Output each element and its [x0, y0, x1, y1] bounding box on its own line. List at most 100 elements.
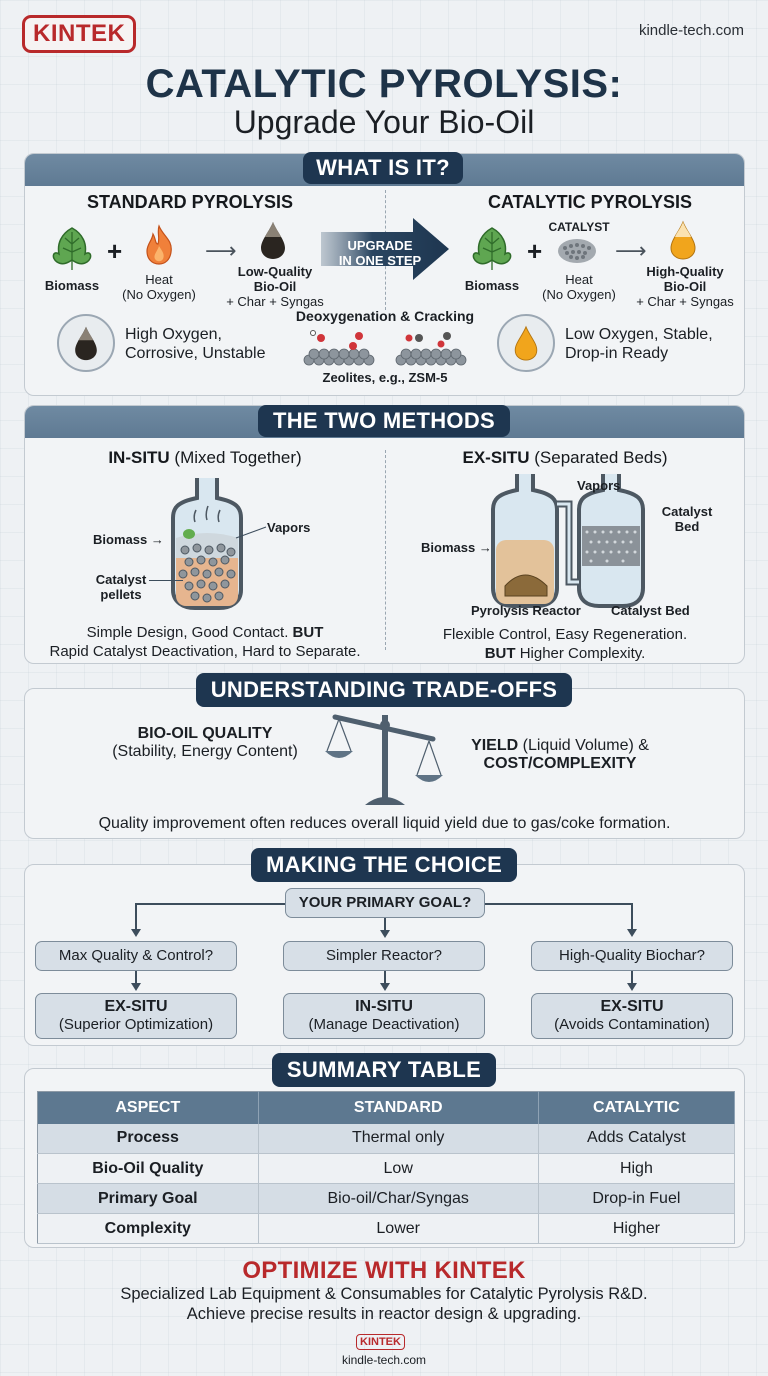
what-is-it-panel: STANDARD PYROLYSIS Biomass + Heat (No Ox…: [24, 153, 745, 396]
flame-icon: [143, 224, 175, 271]
choice-panel: YOUR PRIMARY GOAL? Max Quality & Control…: [24, 864, 745, 1046]
table-cell: High: [538, 1153, 736, 1184]
table-cell: Bio-oil/Char/Syngas: [258, 1183, 539, 1214]
column-header: ASPECT: [37, 1091, 259, 1124]
page-title: CATALYTIC PYROLYSIS:: [145, 62, 623, 106]
connector: [485, 903, 633, 905]
ex-situ-reactors-icon: [491, 474, 671, 615]
cta-heading: OPTIMIZE WITH KINTEK: [242, 1257, 526, 1284]
trade-off-note: Quality improvement often reduces overal…: [98, 815, 671, 832]
catalytic-properties: Low Oxygen, Stable, Drop-in Ready: [565, 326, 713, 362]
catalytic-heat-label: Heat (No Oxygen): [542, 272, 616, 302]
golden-oil-drop-icon: [669, 220, 697, 265]
catalyst-pellets-icon: [557, 238, 597, 269]
connector: [135, 971, 137, 983]
in-situ-reactor-icon: [167, 478, 247, 615]
catalyst-bed-caption: Catalyst Bed: [611, 603, 690, 618]
zeolite-surface-icon: [301, 330, 471, 373]
table-row: Primary Goal Bio-oil/Char/Syngas Drop-in…: [37, 1183, 736, 1214]
leaf-icon: [51, 224, 93, 277]
standard-title: STANDARD PYROLYSIS: [86, 192, 294, 212]
site-url[interactable]: kindle-tech.com: [638, 22, 744, 39]
in-situ-biomass-label: Biomass →: [93, 532, 164, 547]
column-header: STANDARD: [258, 1091, 539, 1124]
column-header: CATALYTIC: [538, 1091, 736, 1124]
section-heading-choice: MAKING THE CHOICE: [251, 848, 517, 882]
connector: [384, 971, 386, 983]
catalytic-biomass-label: Biomass: [464, 278, 520, 293]
connector: [135, 903, 137, 929]
section-heading-what-is-it: WHAT IS IT?: [303, 152, 463, 184]
table-cell: Thermal only: [258, 1123, 539, 1154]
arrow-down-icon: [380, 983, 390, 991]
dark-oil-drop-icon: [259, 220, 287, 265]
standard-biomass-label: Biomass: [44, 278, 100, 293]
branch-answer-2: IN-SITU (Manage Deactivation): [283, 993, 485, 1039]
plus-sign: +: [107, 236, 123, 266]
catalyst-label: CATALYST: [548, 220, 610, 234]
ex-situ-biomass-label: Biomass →: [421, 540, 492, 555]
cta-line-1: Specialized Lab Equipment & Consumables …: [120, 1285, 648, 1303]
table-cell: Complexity: [37, 1213, 259, 1244]
kintek-logo[interactable]: KINTEK: [22, 15, 137, 53]
divider: [385, 450, 386, 650]
table-row: Bio-Oil Quality Low High: [37, 1153, 736, 1184]
branch-question-3: High-Quality Biochar?: [531, 941, 733, 971]
in-situ-catalyst-label: Catalyst pellets: [95, 572, 147, 602]
balance-scale-icon: [325, 711, 445, 812]
footer-url[interactable]: kindle-tech.com: [341, 1353, 427, 1367]
catalytic-title: CATALYTIC PYROLYSIS: [487, 192, 693, 212]
standard-heat-label: Heat (No Oxygen): [122, 272, 196, 302]
table-row: Complexity Lower Higher: [37, 1213, 736, 1244]
table-cell: Adds Catalyst: [538, 1123, 736, 1154]
mechanism-caption: Zeolites, e.g., ZSM-5: [322, 370, 448, 385]
summary-panel: ASPECT STANDARD CATALYTIC Process Therma…: [24, 1068, 745, 1248]
section-heading-trade-offs: UNDERSTANDING TRADE-OFFS: [196, 673, 572, 707]
page-subtitle: Upgrade Your Bio-Oil: [233, 104, 535, 140]
pyrolysis-reactor-caption: Pyrolysis Reactor: [471, 603, 581, 618]
table-cell: Process: [37, 1123, 259, 1154]
branch-answer-1: EX-SITU (Superior Optimization): [35, 993, 237, 1039]
table-header-row: ASPECT STANDARD CATALYTIC: [37, 1091, 736, 1124]
dark-oil-badge-icon: [57, 314, 115, 372]
arrow-right-icon: ⟶: [205, 238, 237, 263]
upgrade-arrow-label: UPGRADE IN ONE STEP: [338, 238, 422, 268]
connector: [384, 918, 386, 930]
table-row: Process Thermal only Adds Catalyst: [37, 1123, 736, 1154]
branch-answer-3: EX-SITU (Avoids Contamination): [531, 993, 733, 1039]
ex-situ-title: EX-SITU (Separated Beds): [462, 448, 668, 467]
arrow-down-icon: [131, 983, 141, 991]
table-cell: Lower: [258, 1213, 539, 1244]
table-cell: Drop-in Fuel: [538, 1183, 736, 1214]
primary-goal-box: YOUR PRIMARY GOAL?: [285, 888, 485, 918]
in-situ-title: IN-SITU (Mixed Together): [108, 448, 302, 467]
arrow-down-icon: [627, 983, 637, 991]
leader-line: [149, 580, 183, 581]
table-cell: Low: [258, 1153, 539, 1184]
branch-question-1: Max Quality & Control?: [35, 941, 237, 971]
in-situ-description: Simple Design, Good Contact. BUT Rapid C…: [49, 624, 361, 660]
quality-side: BIO-OIL QUALITY (Stability, Energy Conte…: [112, 725, 298, 760]
arrow-down-icon: [380, 930, 390, 938]
cta-line-2: Achieve precise results in reactor desig…: [186, 1305, 582, 1323]
catalytic-output-label: High-Quality Bio-Oil + Char + Syngas: [636, 264, 734, 309]
trade-offs-panel: BIO-OIL QUALITY (Stability, Energy Conte…: [24, 688, 745, 839]
footer-logo[interactable]: KINTEK: [356, 1334, 405, 1350]
table-cell: Higher: [538, 1213, 736, 1244]
summary-table: ASPECT STANDARD CATALYTIC Process Therma…: [37, 1091, 736, 1244]
connector: [631, 903, 633, 929]
section-heading-two-methods: THE TWO METHODS: [258, 405, 510, 437]
upgrade-arrow-icon: [321, 218, 451, 285]
ex-situ-description: Flexible Control, Easy Regeneration. BUT…: [442, 626, 688, 662]
table-cell: Bio-Oil Quality: [37, 1153, 259, 1184]
standard-properties: High Oxygen, Corrosive, Unstable: [125, 326, 266, 362]
arrow-right-icon: ⟶: [615, 238, 647, 263]
branch-question-2: Simpler Reactor?: [283, 941, 485, 971]
yield-side: YIELD (Liquid Volume) & COST/COMPLEXITY: [471, 737, 649, 772]
in-situ-vapors-label: Vapors: [267, 520, 311, 535]
two-methods-panel: IN-SITU (Mixed Together) Biomass → Vapor…: [24, 405, 745, 664]
section-heading-summary: SUMMARY TABLE: [272, 1053, 496, 1087]
golden-oil-badge-icon: [497, 314, 555, 372]
connector: [135, 903, 285, 905]
connector: [631, 971, 633, 983]
